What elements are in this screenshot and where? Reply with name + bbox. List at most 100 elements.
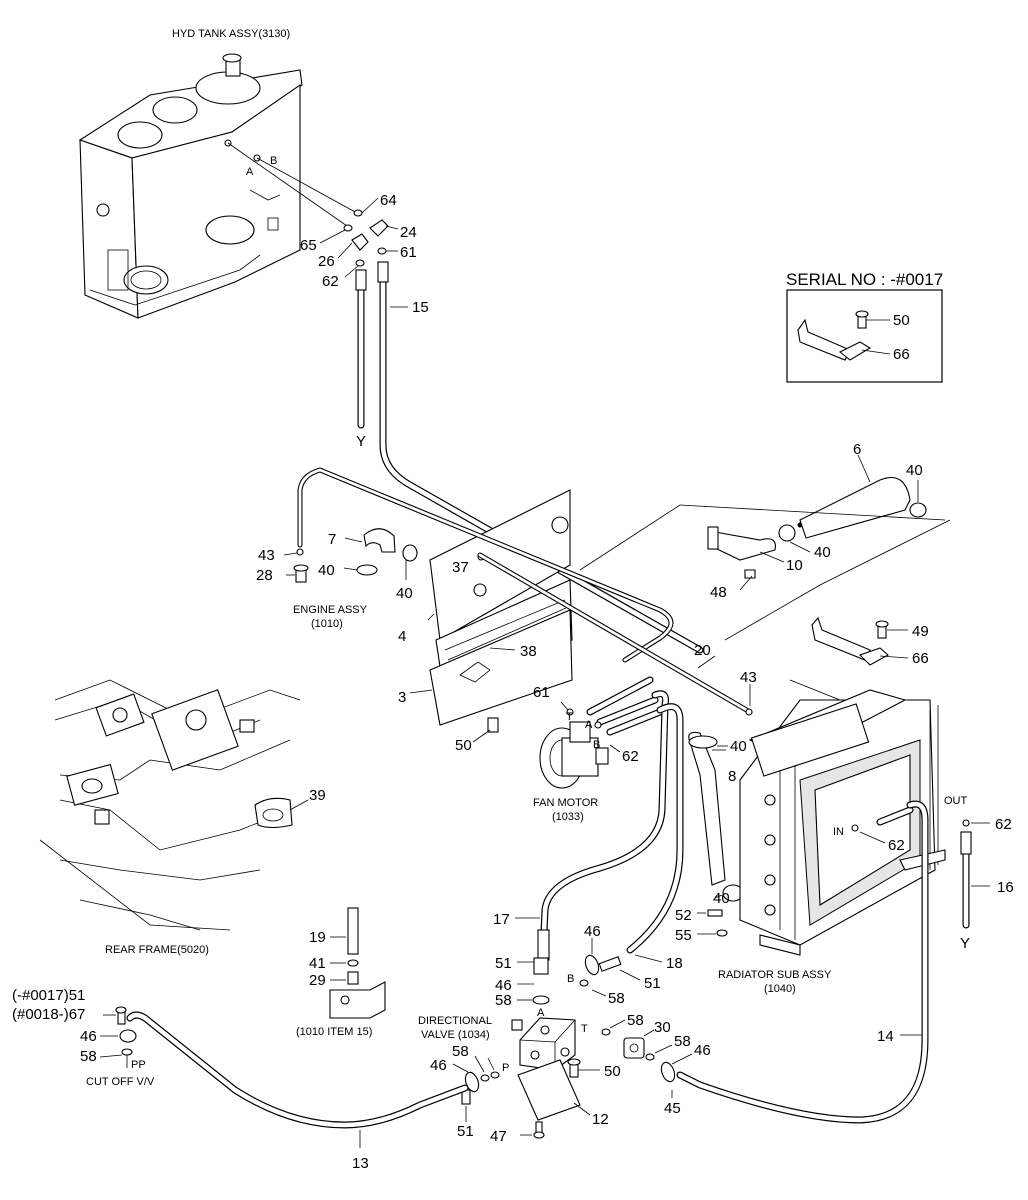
callout-17: 17	[493, 911, 510, 928]
callout-41: 41	[309, 955, 326, 972]
tank-hoses: Y 15	[355, 261, 704, 654]
callout-61-motor: 61	[533, 684, 550, 701]
callout-28: 28	[256, 567, 273, 584]
cut-off-valve: (-#0017)51 (#0018-)67 46 58 PP CUT OFF V…	[12, 987, 155, 1088]
callout-8: 8	[728, 768, 736, 785]
tank-fittings: 64 24 65 26 61 62	[300, 192, 417, 290]
callout-29: 29	[309, 972, 326, 989]
callout-52: 52	[675, 907, 692, 924]
callout-62-right: 62	[995, 816, 1012, 833]
callout-50-serial: 50	[893, 312, 910, 329]
valve-port-t: T	[581, 1023, 588, 1035]
tank-port-b: B	[270, 155, 277, 167]
hyd-tank-assembly: HYD TANK ASSY(3130) A B	[78, 28, 358, 319]
cutoff-port-pp: PP	[131, 1059, 146, 1071]
callout-10: 10	[786, 557, 803, 574]
callout-62-tank: 62	[322, 273, 339, 290]
callout-18: 18	[666, 955, 683, 972]
directional-label-1: DIRECTIONAL	[418, 1015, 492, 1027]
callout-65: 65	[300, 237, 317, 254]
motor-port-a: A	[585, 719, 593, 731]
y-label-left: Y	[356, 433, 366, 450]
callout-26: 26	[318, 253, 335, 270]
callout-48: 48	[710, 584, 727, 601]
radiator-hoses-upper: 6 40 40 10 48	[707, 441, 927, 601]
motor-port-b: B	[593, 739, 600, 751]
callout-6: 6	[853, 441, 861, 458]
callout-62-radiator: 62	[888, 837, 905, 854]
callout-66-serial: 66	[893, 346, 910, 363]
directional-label-2: VALVE (1034)	[421, 1029, 490, 1041]
motor-port-t: T	[566, 711, 573, 723]
fan-motor: T A B 61 62 FAN MOTOR (1033)	[533, 676, 664, 823]
callout-14: 14	[877, 1028, 894, 1045]
callout-50-valve: 50	[604, 1063, 621, 1080]
fan-motor-label-1: FAN MOTOR	[533, 797, 598, 809]
callout-40-top: 40	[906, 462, 923, 479]
hoses-17-18: 17 18	[493, 690, 684, 972]
radiator-port-out: OUT	[944, 795, 968, 807]
pipe-20: 43 20 43	[258, 467, 757, 716]
serial-detail-box: SERIAL NO : -#0017 50 66	[786, 270, 943, 383]
callout-46-valve: 46	[495, 977, 512, 994]
serial-51-label: (-#0017)51	[12, 987, 85, 1004]
radiator-label-2: (1040)	[764, 983, 796, 995]
fan-motor-label-2: (1033)	[552, 811, 584, 823]
engine-assy-label-2: (1010)	[311, 618, 343, 630]
callout-40-lower: 40	[713, 890, 730, 907]
callout-46-cutoff: 46	[80, 1028, 97, 1045]
callout-62-motor: 62	[622, 748, 639, 765]
callout-12: 12	[592, 1111, 609, 1128]
valve-t-fittings: 30 58 46 45 14	[623, 800, 929, 1124]
callout-30: 30	[654, 1019, 671, 1036]
rear-frame-label: REAR FRAME(5020)	[105, 944, 209, 956]
callout-4: 4	[398, 628, 406, 645]
callout-58-cutoff: 58	[80, 1048, 97, 1065]
engine-assy-label-1: ENGINE ASSY	[293, 604, 368, 616]
callout-19: 19	[309, 929, 326, 946]
callout-46-t: 46	[694, 1042, 711, 1059]
callout-13: 13	[352, 1155, 369, 1172]
callout-16: 16	[997, 879, 1014, 896]
radiator-label-1: RADIATOR SUB ASSY	[718, 969, 832, 981]
callout-46-b: 46	[584, 923, 601, 940]
callout-58-valve-t: 58	[627, 1012, 644, 1029]
tank-port-a: A	[246, 166, 254, 178]
valve-port-a: A	[537, 1007, 545, 1019]
valve-port-p: P	[502, 1062, 509, 1074]
callout-40-hose8: 40	[730, 738, 747, 755]
callout-24: 24	[400, 224, 417, 241]
callout-58-valve-b: 58	[608, 990, 625, 1007]
callout-43-left: 43	[258, 547, 275, 564]
callout-45: 45	[664, 1100, 681, 1117]
callout-3: 3	[398, 689, 406, 706]
callout-38: 38	[520, 643, 537, 660]
cut-off-label: CUT OFF V/V	[86, 1076, 155, 1088]
callout-51-b: 51	[644, 975, 661, 992]
callout-55: 55	[675, 927, 692, 944]
valve-p-fittings: 46 58 51 13	[126, 1011, 490, 1172]
guide-lines	[579, 504, 951, 701]
item-1010-label: (1010 ITEM 15)	[296, 1026, 372, 1038]
callout-15: 15	[412, 299, 429, 316]
directional-valve: B A T P DIRECTIONAL VALVE (1034) 51 46 5…	[418, 955, 644, 1145]
callout-39: 39	[309, 787, 326, 804]
valve-port-b: B	[567, 973, 574, 985]
callout-47: 47	[490, 1128, 507, 1145]
callout-37: 37	[452, 559, 469, 576]
callout-58-p: 58	[452, 1043, 469, 1060]
callout-43-right: 43	[740, 669, 757, 686]
callout-46-p: 46	[430, 1057, 447, 1074]
hose-8: 40 8 40	[688, 731, 747, 907]
callout-7: 7	[328, 531, 336, 548]
callout-20: 20	[694, 642, 711, 659]
callout-51-p: 51	[457, 1123, 474, 1140]
hyd-tank-title: HYD TANK ASSY(3130)	[172, 28, 290, 40]
callout-58-valve: 58	[495, 992, 512, 1009]
serial-no-title: SERIAL NO : -#0017	[786, 270, 943, 289]
callout-64: 64	[380, 192, 397, 209]
callout-40-engine-b: 40	[396, 585, 413, 602]
hose-16: 62 16 Y	[960, 816, 1014, 952]
radiator-assembly: 49 66 IN OUT 62 RADIATOR SUB ASSY (1040)…	[675, 616, 968, 995]
